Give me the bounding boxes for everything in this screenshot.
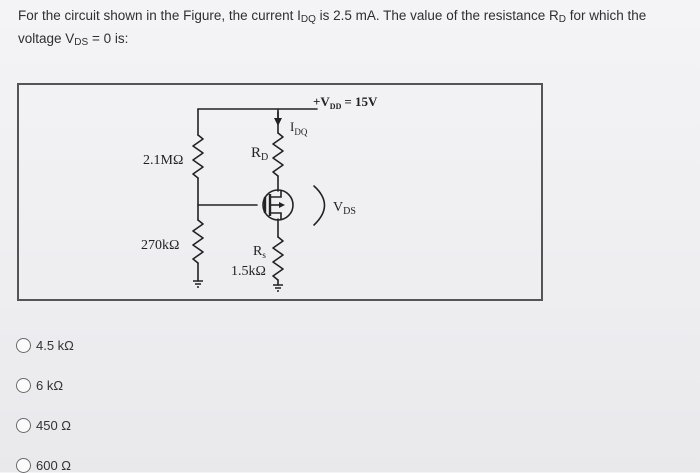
rs-value-label: 1.5kΩ	[231, 264, 266, 279]
r1-resistor	[192, 134, 204, 179]
rs-label: Rs	[253, 244, 266, 260]
option-label: 6 kΩ	[36, 378, 64, 393]
radio-button[interactable]	[16, 378, 31, 393]
idq-arrow-head	[274, 118, 282, 126]
vds-arc	[313, 185, 326, 226]
option-label: 4.5 kΩ	[36, 338, 74, 353]
r2-label: 270kΩ	[141, 238, 179, 253]
radio-button[interactable]	[16, 338, 31, 353]
option-6-kohm[interactable]: 6 kΩ	[16, 378, 63, 393]
r2-resistor	[192, 219, 204, 264]
question-part1: For the circuit shown in the Figure, the…	[18, 8, 301, 23]
mosfet-arrow	[279, 202, 285, 208]
ground-right	[273, 284, 283, 292]
rd-label: RD	[251, 145, 268, 163]
vds-label: VDS	[333, 200, 356, 217]
question-sub-ds: DS	[74, 37, 89, 48]
question-sub-dq: DQ	[300, 14, 316, 25]
mosfet-drain	[270, 190, 282, 198]
option-4-5-kohm[interactable]: 4.5 kΩ	[16, 338, 74, 353]
circuit-diagram: +VDD= 15V IDQ 2.1MΩ RD VDS 270kΩ Rs 1.5k…	[141, 94, 378, 292]
option-600-ohm[interactable]: 600 Ω	[16, 458, 71, 473]
idq-label: IDQ	[290, 119, 308, 137]
question-text: For the circuit shown in the Figure, the…	[18, 6, 682, 52]
option-450-ohm[interactable]: 450 Ω	[16, 418, 71, 433]
mosfet-source	[270, 212, 282, 220]
radio-button[interactable]	[16, 458, 31, 473]
rd-resistor	[272, 132, 284, 177]
vdd-label: +VDD= 15V	[313, 94, 378, 111]
question-part4: = 0 is:	[88, 31, 129, 46]
radio-button[interactable]	[16, 418, 31, 433]
mosfet-circle	[262, 189, 294, 221]
option-label: 450 Ω	[36, 418, 72, 433]
question-part2: is 2.5 mA. The value of the resistance R	[315, 8, 559, 23]
question-part3: for which the voltage V	[18, 8, 647, 46]
circuit-figure: +VDD= 15V IDQ 2.1MΩ RD VDS 270kΩ Rs 1.5k…	[17, 83, 543, 301]
rs-resistor	[272, 236, 284, 281]
ground-left	[193, 280, 203, 288]
r1-label: 2.1MΩ	[143, 153, 183, 168]
option-label: 600 Ω	[36, 458, 72, 473]
question-sub-d: D	[558, 14, 566, 25]
